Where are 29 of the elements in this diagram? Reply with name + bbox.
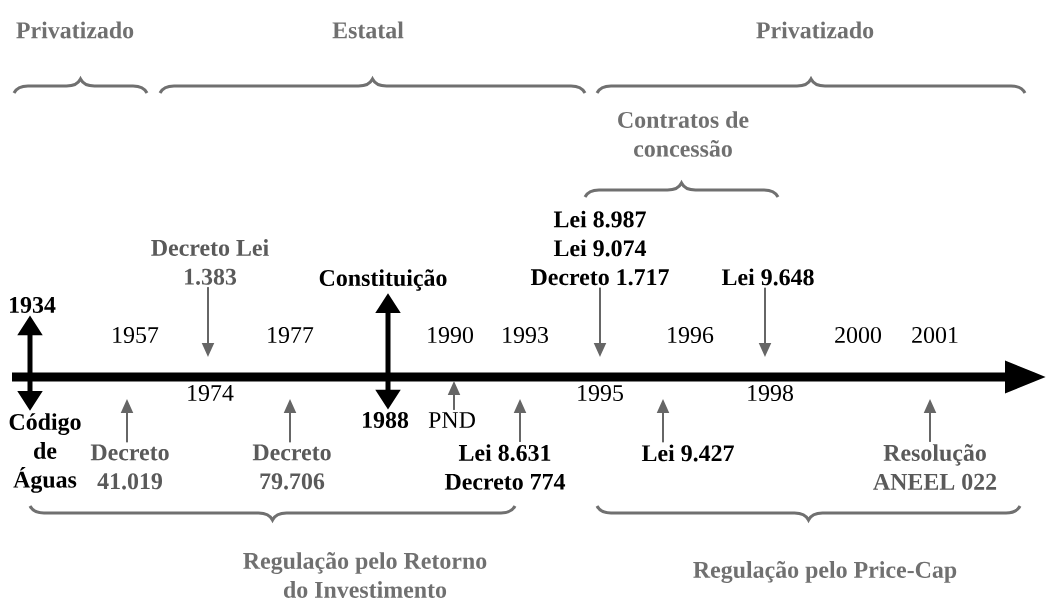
event-label: 1988 [363, 411, 409, 429]
event-label: Lei 8.631 Decreto 774 [444, 444, 566, 490]
event-label: Constituição [319, 269, 447, 291]
period-label: Estatal [332, 21, 404, 39]
year-label: 1990 [428, 326, 473, 344]
year-label: 1998 [748, 384, 793, 402]
event-label: Resolução ANEEL 022 [873, 444, 997, 490]
event-label: Decreto Lei 1.383 [151, 239, 269, 285]
period-label: Regulação pelo Price-Cap [693, 561, 957, 583]
event-label: 1934 [10, 296, 56, 314]
event-label: Lei 9.648 [721, 268, 814, 286]
year-label: 1957 [113, 326, 159, 344]
event-label: Lei 9.427 [641, 444, 734, 462]
year-label: 2001 [912, 326, 958, 344]
period-label: Privatizado [756, 21, 874, 39]
year-label: 1974 [188, 384, 234, 402]
event-label: Lei 8.987 Lei 9.074 Decreto 1.717 [530, 210, 669, 286]
year-label: 2000 [835, 326, 881, 344]
event-label: Código de Águas [9, 413, 81, 493]
year-label: 1996 [668, 326, 714, 344]
year-label: 1993 [503, 326, 548, 344]
event-label: Decreto 41.019 [90, 444, 169, 490]
event-label: PND [428, 412, 475, 428]
period-label: Contratos de concessão [618, 111, 749, 157]
year-label: 1995 [578, 384, 623, 402]
year-label: 1977 [268, 326, 314, 344]
event-label: Decreto 79.706 [252, 444, 331, 490]
period-label: Regulação pelo Retorno do Investimento [243, 552, 487, 598]
period-label: Privatizado [16, 21, 134, 39]
